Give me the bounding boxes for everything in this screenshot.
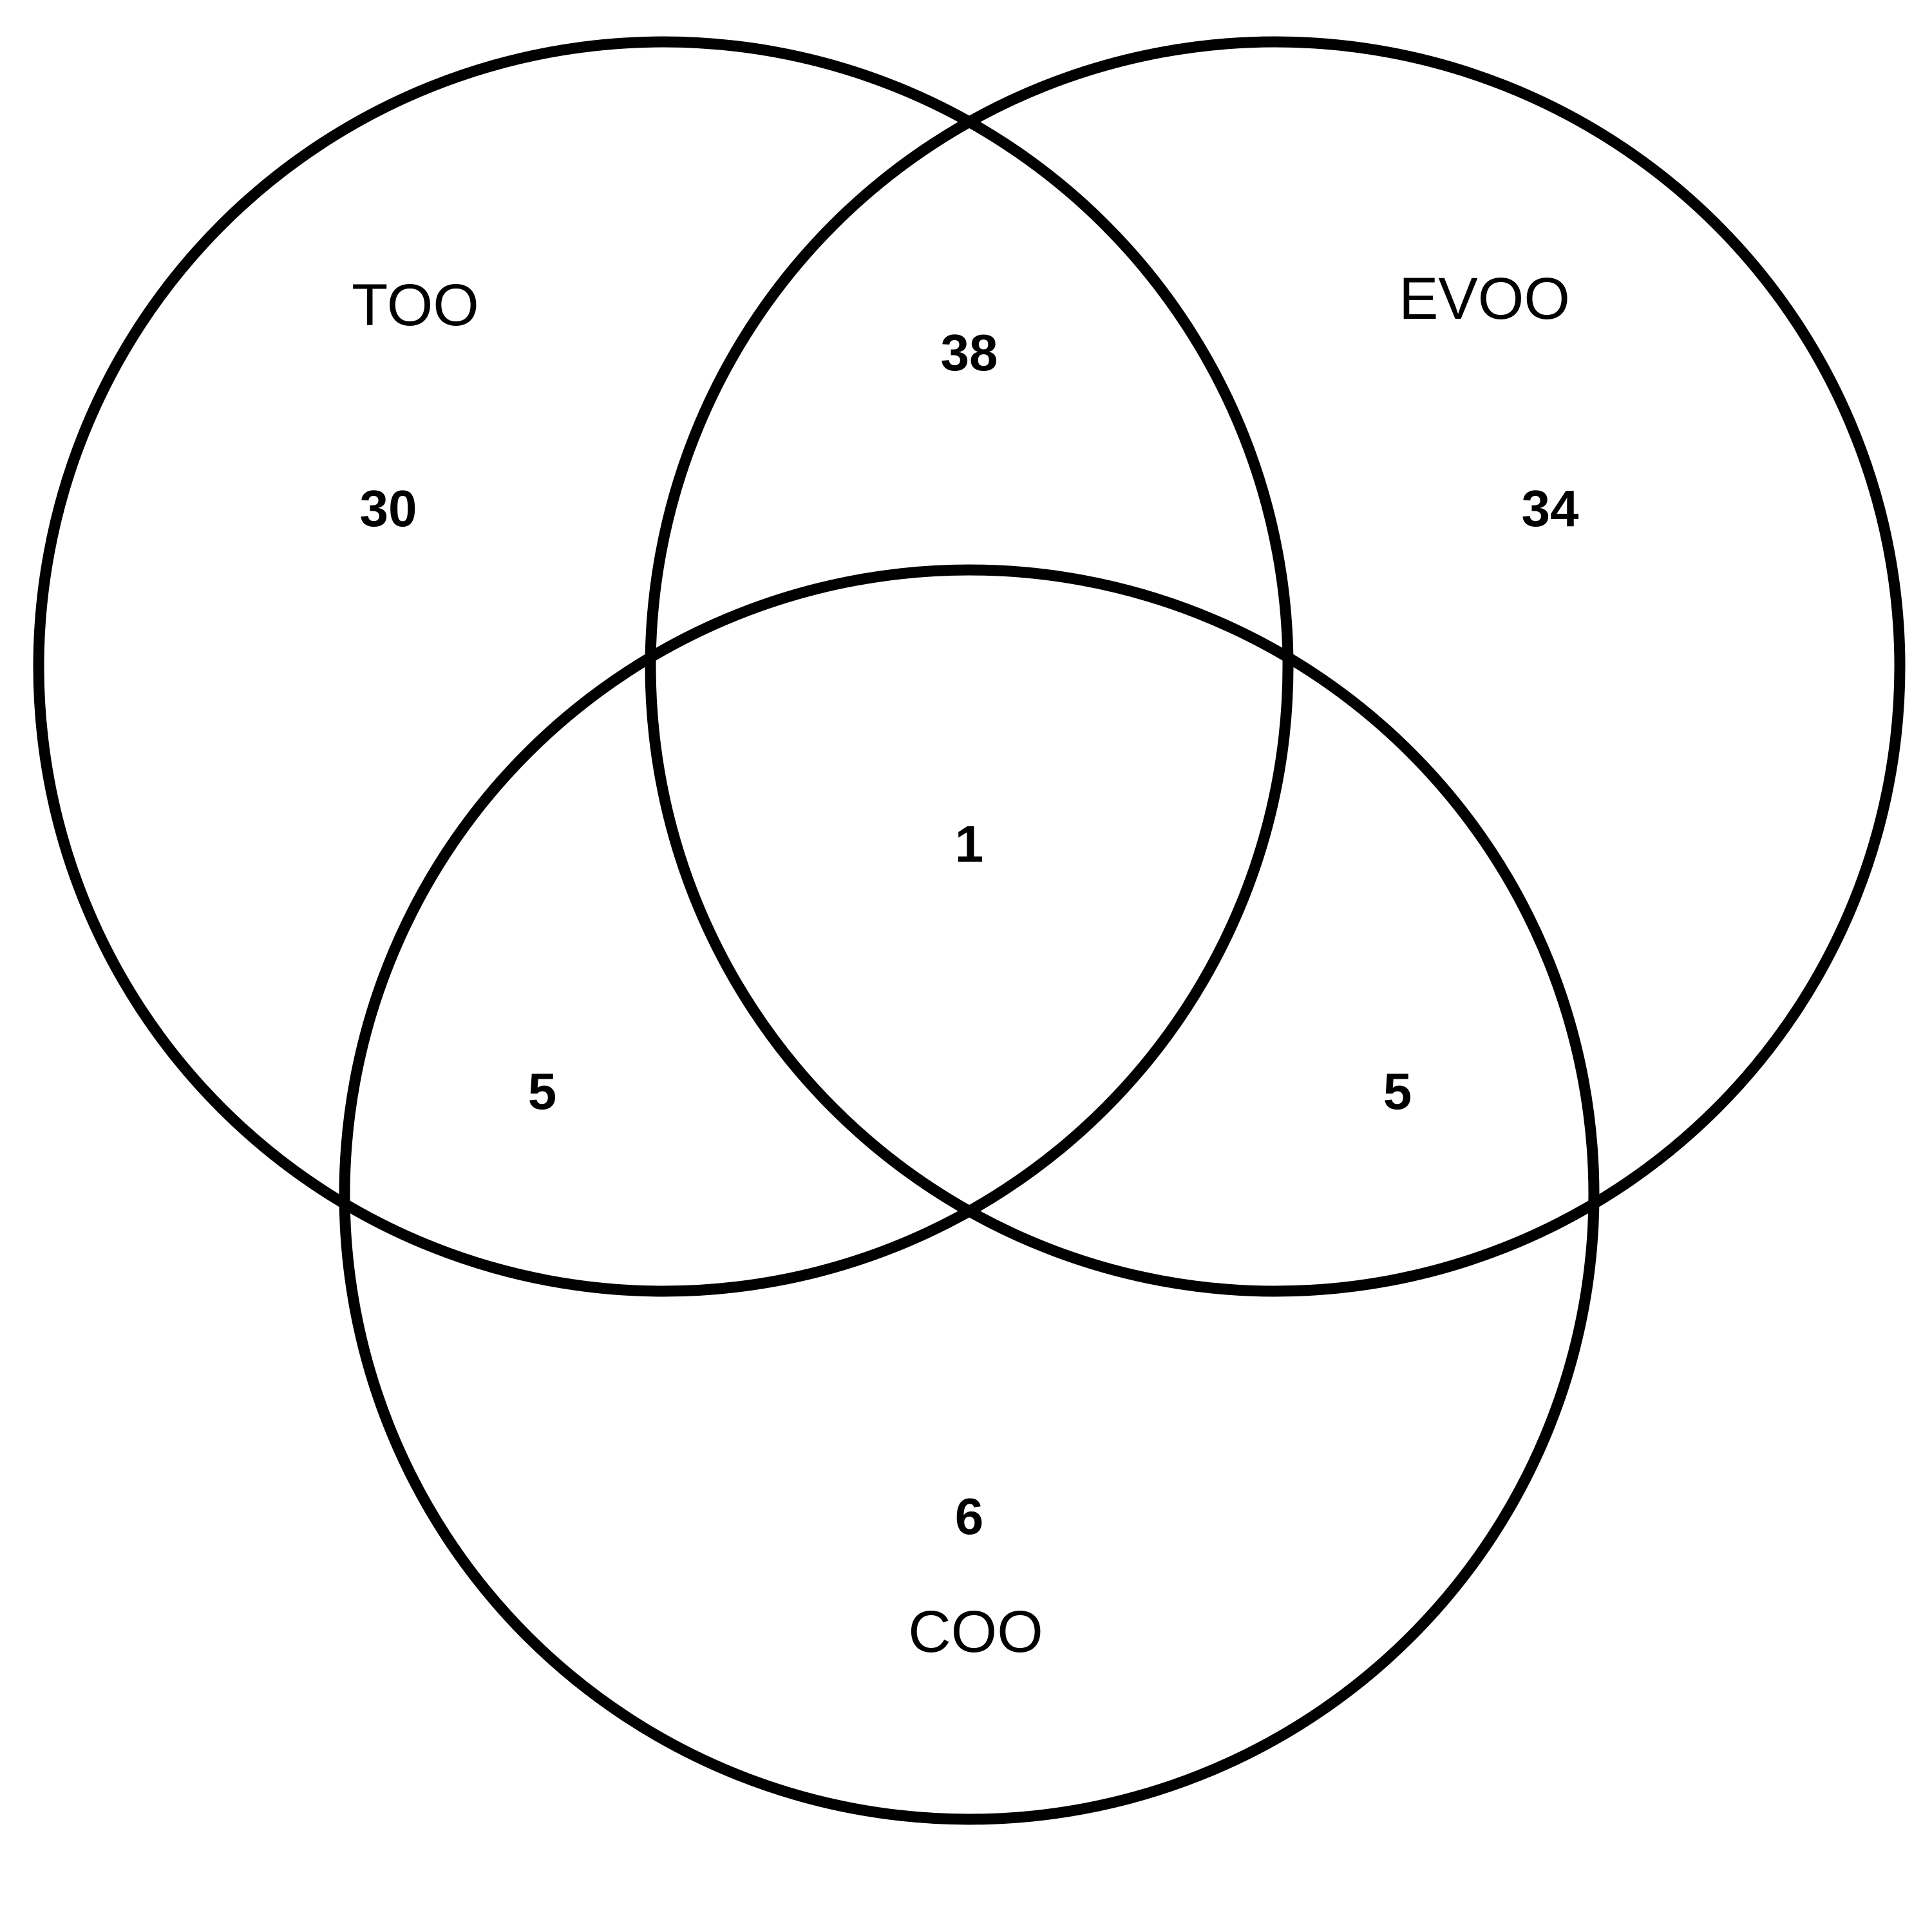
set-label-too: TOO <box>352 272 479 338</box>
count-evoo-coo: 5 <box>1383 1063 1412 1120</box>
count-too-coo: 5 <box>528 1063 557 1120</box>
circle-too <box>33 36 1294 1297</box>
count-too-evoo: 38 <box>941 324 998 381</box>
count-all-three: 1 <box>955 815 984 873</box>
circle-evoo <box>645 36 1906 1297</box>
circle-coo <box>339 564 1600 1825</box>
count-too-only: 30 <box>360 480 417 537</box>
count-coo-only: 6 <box>955 1488 984 1545</box>
count-evoo-only: 34 <box>1522 480 1579 537</box>
set-label-evoo: EVOO <box>1399 266 1570 332</box>
set-label-coo: COO <box>908 1599 1043 1665</box>
